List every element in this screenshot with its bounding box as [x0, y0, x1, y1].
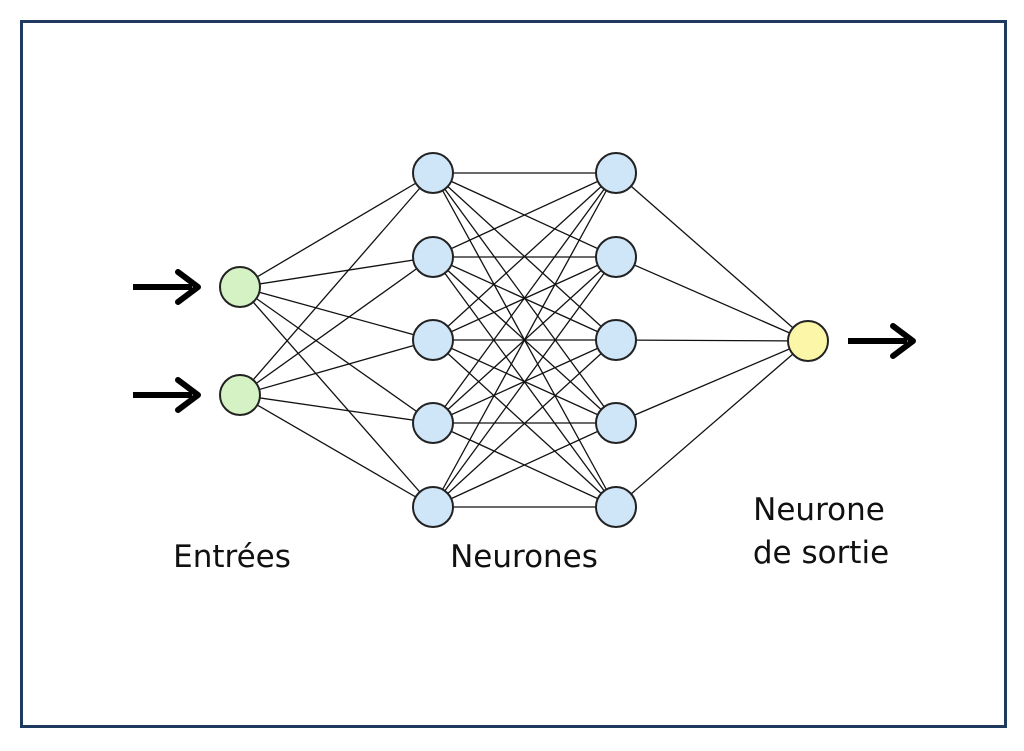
- input-arrow-2: [133, 377, 201, 413]
- input-arrow-1: [133, 269, 201, 305]
- arrows: [133, 269, 916, 413]
- connection-input-1-to-hidden1-2: [239, 256, 434, 288]
- output-neuron-1: [787, 320, 829, 362]
- connection-hidden1-5-to-hidden2-3: [432, 339, 617, 508]
- connection-hidden1-2-to-hidden2-1: [432, 172, 617, 258]
- inputs-label: Entrées: [173, 539, 291, 575]
- connection-input-2-to-hidden1-4: [239, 394, 434, 424]
- neurons: [219, 152, 829, 528]
- hidden2-neuron-1: [595, 152, 637, 194]
- connection-input-1-to-hidden1-4: [239, 286, 434, 424]
- connections: [239, 172, 809, 508]
- connection-input-1-to-hidden1-1: [239, 172, 434, 288]
- hidden1-neuron-3: [412, 319, 454, 361]
- connection-hidden2-1-to-output-1: [615, 172, 809, 342]
- hidden2-neuron-4: [595, 402, 637, 444]
- connection-hidden1-5-to-hidden2-4: [432, 422, 617, 508]
- connection-hidden1-5-to-hidden2-2: [432, 256, 617, 508]
- connection-hidden2-2-to-output-1: [615, 256, 809, 342]
- connection-input-2-to-hidden1-2: [239, 256, 434, 396]
- output-label-line2: de sortie: [753, 535, 889, 571]
- connection-input-2-to-hidden1-3: [239, 339, 434, 396]
- hidden1-neuron-5: [412, 486, 454, 528]
- connection-input-2-to-hidden1-1: [239, 172, 434, 396]
- connection-hidden2-4-to-output-1: [615, 340, 809, 424]
- hidden1-neuron-2: [412, 236, 454, 278]
- diagram-frame: [20, 20, 1007, 728]
- connection-input-2-to-hidden1-5: [239, 394, 434, 508]
- hidden2-neuron-5: [595, 486, 637, 528]
- connection-hidden1-5-to-hidden2-1: [432, 172, 617, 508]
- output-arrow: [848, 323, 916, 359]
- hidden1-neuron-1: [412, 152, 454, 194]
- connection-hidden1-3-to-hidden2-1: [432, 172, 617, 341]
- connection-input-1-to-hidden1-5: [239, 286, 434, 508]
- connection-hidden2-3-to-output-1: [615, 339, 809, 342]
- output-label-line1: Neurone: [753, 492, 885, 528]
- hidden-label: Neurones: [450, 539, 598, 575]
- input-neuron-2: [219, 374, 261, 416]
- hidden2-neuron-2: [595, 236, 637, 278]
- connection-hidden1-4-to-hidden2-1: [432, 172, 617, 424]
- hidden1-neuron-4: [412, 402, 454, 444]
- hidden2-neuron-3: [595, 319, 637, 361]
- input-neuron-1: [219, 266, 261, 308]
- connection-input-1-to-hidden1-3: [239, 286, 434, 341]
- connection-hidden2-5-to-output-1: [615, 340, 809, 508]
